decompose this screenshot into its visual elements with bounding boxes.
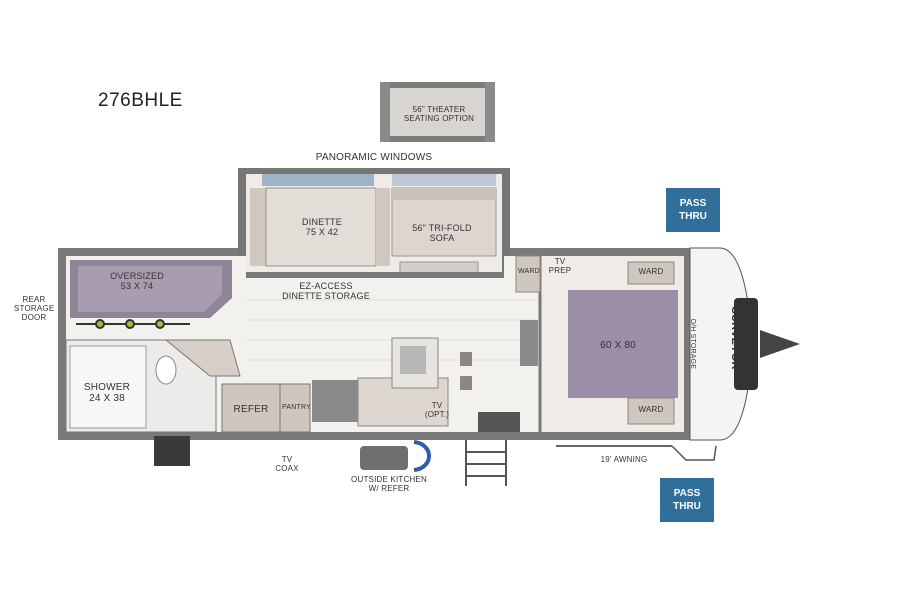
oversized-bed-label: OVERSIZED 53 x 74 [110,271,164,291]
bedroom [515,255,684,432]
pass-thru-bottom: PASS THRU [660,478,714,522]
theater-seating-label: 56" THEATER SEATING OPTION [403,105,475,123]
bike-rack [76,319,190,329]
front-cap [689,247,800,441]
slide-out [238,168,510,309]
tv-coax-label: TV COAX [275,455,299,473]
awning-label: 19' AWNING [600,455,648,464]
outside-kitchen-label: OUTSIDE KITCHEN W/ REFER [351,475,427,493]
dinette-label: DINETTE 75 x 42 [302,217,342,237]
pantry-label: PANTRY [282,404,311,411]
bunk-bed [70,260,232,318]
tv-opt-label: TV (OPT.) [424,401,450,419]
ward-top-label: WARD [638,267,664,276]
ward-bottom-label: WARD [638,405,664,414]
ward-left-label: WARD [518,268,540,275]
pass-thru-top: PASS THRU [666,188,720,232]
refer-label: REFER [233,404,269,415]
sofa-label: 56" TRI-FOLD SOFA [412,223,472,243]
outside-items [154,436,717,486]
model-name: 276BHLE [98,90,183,111]
shower-label: SHOWER 24 x 38 [83,382,131,404]
theater-seating-option [380,82,495,142]
panoramic-windows-label: PANORAMIC WINDOWS [315,152,433,163]
rear-storage-label: REAR STORAGE DOOR [14,295,55,322]
ez-access-label: EZ-ACCESS DINETTE STORAGE [282,281,370,301]
bed-size-label: 60 x 80 [600,340,636,351]
brand-sub-text: LEGEND [744,334,751,361]
brand-logo-text: SURVEYOR [729,306,742,370]
bathroom [65,339,241,433]
tv-prep-label: TV PREP [548,257,572,275]
kitchen-cabinets [221,337,520,433]
ov-storage-label: O/H STORAGE [688,318,696,370]
